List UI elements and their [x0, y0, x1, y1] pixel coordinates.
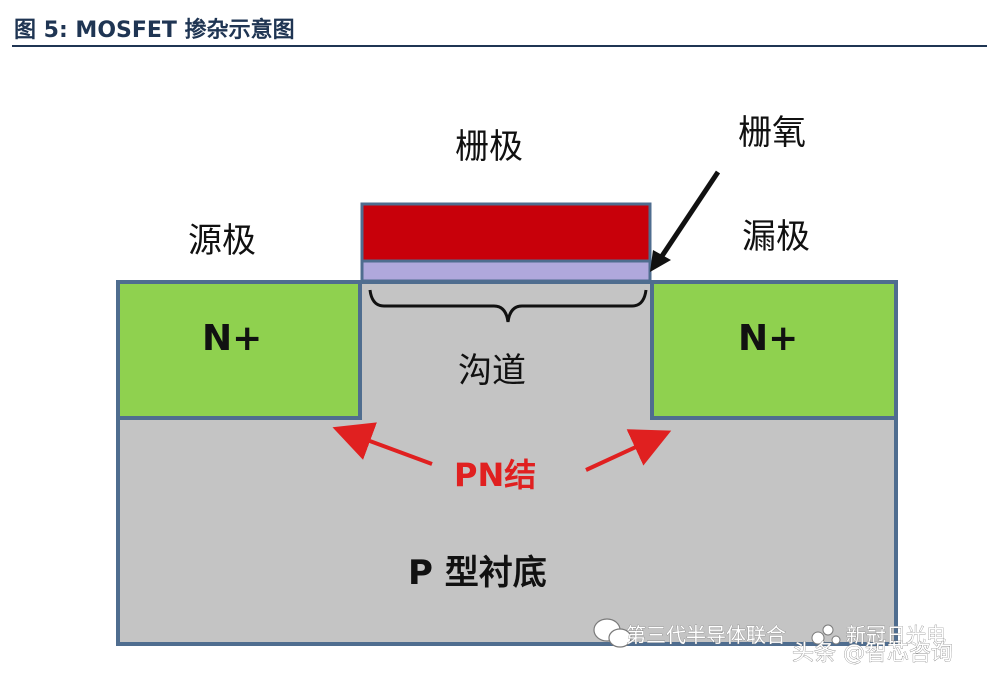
wechat-icon: [593, 618, 632, 648]
source-doping-label: N+: [202, 318, 262, 359]
gate-oxide-layer: [360, 259, 652, 283]
source-label: 源极: [188, 221, 256, 261]
gate-oxide-pointer-arrow: [655, 170, 721, 264]
gate-electrode: [360, 202, 652, 263]
substrate-label: P 型衬底: [408, 553, 547, 593]
drain-n-plus-region: [650, 280, 898, 420]
gate-oxide-label: 栅氧: [738, 113, 806, 153]
figure-title: 图 5: MOSFET 掺杂示意图: [14, 18, 295, 43]
watermark-line1: 第三代半导体联合: [626, 623, 786, 647]
pn-junction-label: PN结: [454, 456, 536, 494]
pn-arrow-right: [585, 429, 672, 472]
watermark-cluster-icon: [811, 624, 841, 645]
pn-arrow-left: [332, 422, 433, 466]
watermark-line1b: 新冠日光电: [846, 623, 946, 647]
source-n-plus-region: [116, 280, 362, 420]
drain-doping-label: N+: [738, 318, 798, 359]
channel-label: 沟道: [458, 351, 526, 391]
watermark: 第三代半导体联合 新冠日光电 头条 @智芯咨询: [593, 618, 953, 666]
channel-brace: [368, 289, 648, 323]
gate-label: 栅极: [455, 127, 523, 167]
drain-label: 漏极: [742, 217, 810, 257]
gate-oxide-arrowhead: [650, 250, 671, 272]
title-divider: [12, 45, 987, 47]
watermark-line2: 头条 @智芯咨询: [792, 641, 953, 666]
